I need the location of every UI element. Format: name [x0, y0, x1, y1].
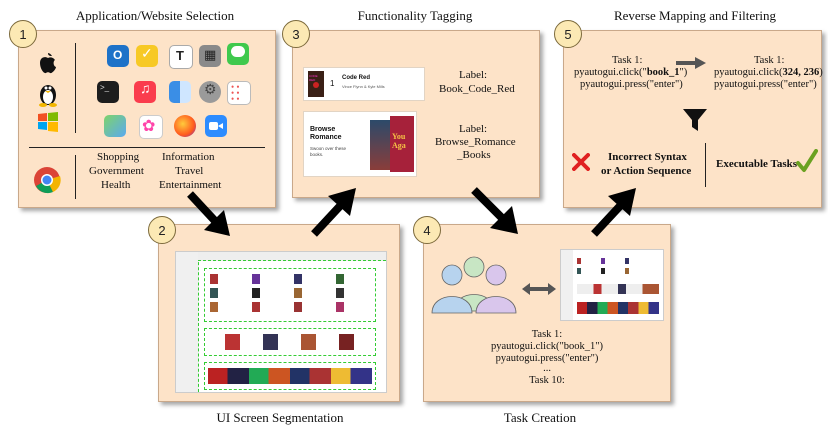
- separator-vertical: [75, 43, 76, 133]
- book-cover-code-red: CODE RED: [308, 71, 324, 97]
- task-line-1: Task 1:: [531, 329, 563, 340]
- incorrect-line2: or Action Sequence: [601, 165, 692, 177]
- task-right-line1: Task 1:: [754, 55, 785, 66]
- maps-icon: [104, 115, 126, 137]
- lists-icon: • •• •• •: [227, 81, 251, 105]
- step-badge-5: 5: [554, 20, 582, 48]
- settings-icon: ⚙: [199, 81, 221, 103]
- flow-arrow-1-to-2: [187, 191, 230, 236]
- outlook-icon: O: [107, 45, 129, 67]
- terminal-icon: >_: [97, 81, 119, 103]
- step-badge-1: 1: [9, 20, 37, 48]
- category-information: Information: [162, 151, 215, 163]
- flow-arrow-3-to-4: [471, 187, 518, 234]
- task-left-line3: pyautogui.press("enter"): [580, 79, 683, 90]
- book-authors: Vince Flynn & Kyle Mills: [342, 84, 385, 89]
- typora-icon: T: [169, 45, 193, 69]
- music-icon: ♫: [134, 81, 156, 103]
- firefox-icon: [174, 115, 196, 137]
- screenshot-sidebar: [176, 252, 199, 392]
- romance-cover-2: You Aga: [390, 116, 414, 172]
- task-line-3: pyautogui.press("enter"): [495, 353, 599, 364]
- task-line-5: Task 10:: [529, 375, 565, 386]
- label-1-heading: Label:: [459, 69, 488, 81]
- panel-reverse-mapping: Task 1: pyautogui.click("book_1") pyauto…: [563, 30, 823, 208]
- title-functionality-tagging: Functionality Tagging: [357, 8, 473, 23]
- book-rank: 1: [330, 79, 335, 88]
- zoom-icon: [205, 115, 227, 137]
- flow-arrow-4-to-5: [591, 188, 636, 237]
- task-line-2: pyautogui.click("book_1"): [490, 341, 604, 352]
- cross-icon: [572, 153, 590, 171]
- apple-icon: [40, 53, 56, 74]
- segmented-screenshot: [175, 251, 387, 393]
- separator-horizontal: [29, 147, 265, 148]
- label-2-line2: _Books: [457, 149, 491, 161]
- incorrect-line1: Incorrect Syntax: [608, 151, 687, 163]
- executable-label: Executable Tasks: [716, 158, 797, 170]
- step-badge-4: 4: [413, 216, 441, 244]
- screenshot-topbar: [198, 252, 386, 261]
- task-right-suffix: ): [819, 67, 823, 78]
- card-desc-line2: books.: [310, 152, 324, 157]
- flow-arrow-2-to-3: [311, 188, 356, 237]
- step-badge-3: 3: [282, 20, 310, 48]
- photos-icon: ✿: [139, 115, 163, 139]
- card-title-line2: Romance: [310, 134, 342, 141]
- messages-icon: [227, 43, 249, 65]
- category-travel: Travel: [175, 165, 204, 177]
- romance-cover-text: You Aga: [392, 132, 406, 150]
- task-left-line2: pyautogui.click("book_1"): [574, 67, 687, 78]
- panel-functionality-tagging: CODE RED 1 Code Red Vince Flynn & Kyle M…: [292, 30, 540, 198]
- task-right-prefix: pyautogui.click(: [714, 67, 783, 78]
- label-2-heading: Label:: [459, 123, 488, 135]
- double-arrow-icon: [522, 283, 556, 295]
- reminders-icon: ✓: [136, 45, 158, 67]
- filter-funnel-icon: [683, 109, 707, 131]
- title-segmentation: UI Screen Segmentation: [216, 410, 344, 425]
- panel-task-creation: Task 1: pyautogui.click("book_1") pyauto…: [423, 224, 671, 402]
- card-desc-line1: Swoon over these: [310, 146, 347, 151]
- task-left-suffix: "): [679, 67, 688, 78]
- people-icon: [431, 256, 517, 314]
- step-badge-2: 2: [148, 216, 176, 244]
- result-separator: [705, 143, 706, 187]
- calculator-icon: ▦: [199, 45, 221, 67]
- card-title-line1: Browse: [310, 126, 336, 133]
- task-line-4: ...: [543, 363, 551, 374]
- panel-app-selection: O ✓ T ▦ >_ ♫ ⚙ • •• •• • ✿ Shopping Info…: [18, 30, 276, 208]
- romance-cover-1: [370, 120, 392, 170]
- category-government: Government: [89, 165, 144, 177]
- chrome-icon: [34, 167, 61, 194]
- title-app-selection: Application/Website Selection: [75, 8, 235, 23]
- windows-icon: [38, 112, 58, 132]
- task-left-arg: book_1: [646, 67, 680, 78]
- finder-icon: [169, 81, 191, 103]
- separator-chrome: [75, 155, 76, 199]
- book-card-code-red: CODE RED 1 Code Red Vince Flynn & Kyle M…: [303, 67, 425, 101]
- mapping-arrow: [676, 57, 706, 69]
- label-1-value: Book_Code_Red: [439, 83, 515, 95]
- category-shopping: Shopping: [97, 151, 140, 163]
- task-left-prefix: pyautogui.click(": [574, 67, 647, 78]
- book-cover-text: CODE RED: [309, 74, 318, 82]
- category-entertainment: Entertainment: [159, 179, 222, 191]
- task-left-line1: Task 1:: [612, 55, 643, 66]
- task-screenshot: [560, 249, 664, 321]
- linux-tux-icon: [39, 85, 57, 107]
- task-right-arg: 324, 236: [782, 67, 820, 78]
- panel-segmentation: [158, 224, 400, 402]
- checkmark-icon: [796, 149, 818, 172]
- task-right-line2: pyautogui.click(324, 236): [714, 67, 823, 78]
- browse-romance-card: Browse Romance Swoon over these books. Y…: [303, 111, 417, 177]
- category-health: Health: [101, 179, 131, 191]
- book-name: Code Red: [342, 75, 371, 81]
- task-right-line3: pyautogui.press("enter"): [714, 79, 817, 90]
- title-reverse-mapping: Reverse Mapping and Filtering: [613, 8, 777, 23]
- label-2-line1: Browse_Romance: [435, 136, 516, 148]
- title-task-creation: Task Creation: [503, 410, 577, 425]
